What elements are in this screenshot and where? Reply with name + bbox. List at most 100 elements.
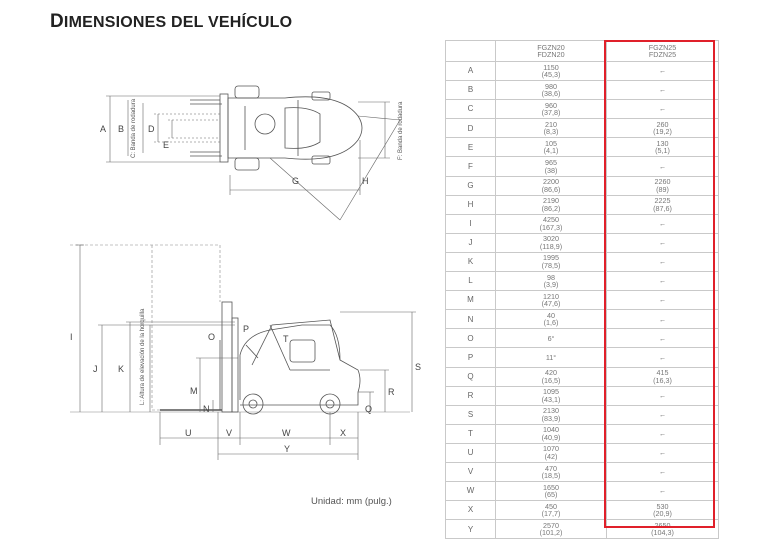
cell-value-line: (8,3) xyxy=(543,127,559,137)
row-letter-cell: Y xyxy=(445,519,496,540)
model-25-value-cell: 130(5,1) xyxy=(606,137,719,158)
cell-value-line: 105 xyxy=(545,138,557,148)
header-model-line: FGZN25 xyxy=(648,42,677,52)
row-letter-cell: U xyxy=(445,442,496,463)
row-letter-cell: Q xyxy=(445,366,496,387)
row-letter-cell: B xyxy=(445,80,496,101)
cell-value-line: (118,9) xyxy=(539,241,563,251)
cell-value-line: 4250 xyxy=(543,215,559,225)
cell-value-line: 130 xyxy=(656,138,669,148)
row-letter-cell: M xyxy=(445,290,496,311)
rear-tread-label: F: Banda de rodadura xyxy=(398,101,404,160)
model-25-value-cell: ← xyxy=(606,423,719,444)
model-20-value-cell: 965(38) xyxy=(495,156,607,177)
model-20-value-cell: 6° xyxy=(495,328,607,349)
row-letter-cell: I xyxy=(445,213,496,234)
model-20-value-cell: 420(16,5) xyxy=(495,366,607,387)
model-20-value-cell: 3020(118,9) xyxy=(495,232,607,253)
model-25-value-cell: 530(20,9) xyxy=(606,500,719,521)
model-25-value-cell: ← xyxy=(606,309,719,330)
model-25-value-cell: ← xyxy=(606,99,719,120)
cell-value-line: ← xyxy=(658,390,667,400)
model-25-value-cell: ← xyxy=(606,290,719,311)
cell-value-line: ← xyxy=(658,486,667,496)
dim-label-s: S xyxy=(415,362,421,372)
header-model-line: FDZN25 xyxy=(648,50,677,59)
dim-label-q: Q xyxy=(365,404,372,414)
cell-value-line: ← xyxy=(658,333,667,343)
model-20-value-cell: 1650(65) xyxy=(495,481,607,502)
cell-value-line: 2130 xyxy=(543,406,559,416)
cell-value-line: 2190 xyxy=(543,196,559,206)
row-letter-cell: C xyxy=(445,99,496,120)
dim-label-i: I xyxy=(70,332,73,342)
dim-label-n: N xyxy=(203,404,210,414)
model-20-value-cell: 40(1,6) xyxy=(495,309,607,330)
cell-value-line: 420 xyxy=(545,368,557,378)
row-letter-cell: H xyxy=(445,194,496,215)
cell-value-line: (38) xyxy=(544,165,558,175)
cell-value-line: 210 xyxy=(545,119,557,129)
dim-label-r: R xyxy=(388,387,395,397)
model-20-value-cell: 980(38,6) xyxy=(495,80,607,101)
cell-value-line: 1070 xyxy=(543,444,559,454)
row-letter-cell: T xyxy=(445,423,496,444)
page-title: DIMENSIONES DEL VEHÍCULO xyxy=(50,11,292,33)
model-20-value-cell: 1070(42) xyxy=(495,442,607,463)
model-20-value-cell: 1095(43,1) xyxy=(495,385,607,406)
side-view-forklift xyxy=(160,301,361,415)
model-20-value-cell: 98(3,9) xyxy=(495,271,607,292)
model-20-value-cell: 2130(83,9) xyxy=(495,404,607,425)
cell-value-line: ← xyxy=(658,352,667,362)
cell-value-line: (4,1) xyxy=(543,146,559,156)
model-20-value-cell: 11° xyxy=(495,347,607,368)
dim-label-u: U xyxy=(185,428,192,438)
cell-value-line: (45,3) xyxy=(541,70,561,80)
dim-label-k: K xyxy=(118,364,124,374)
dim-label-j: J xyxy=(93,364,98,374)
cell-value-line: 40 xyxy=(547,310,555,320)
dim-label-g: G xyxy=(292,176,299,186)
cell-value-line: (5,1) xyxy=(655,146,670,156)
cell-value-line: (40,9) xyxy=(541,432,561,442)
cell-value-line: 2650 xyxy=(654,520,671,530)
tread-label: C: Banda de rodadura xyxy=(131,98,137,158)
cell-value-line: (89) xyxy=(656,184,669,194)
model-20-value-cell: 1210(47,6) xyxy=(495,290,607,311)
cell-value-line: 11° xyxy=(545,352,557,362)
model-20-value-cell: 2570(101,2) xyxy=(495,519,607,540)
model-25-value-cell: ← xyxy=(606,442,719,463)
model-25-value-cell: ← xyxy=(606,156,719,177)
row-letter-cell: V xyxy=(445,461,496,483)
model-25-value-cell: 2650(104,3) xyxy=(606,519,719,540)
model-25-value-cell: ← xyxy=(606,328,719,349)
model-20-value-cell: 470(18,5) xyxy=(495,461,607,483)
row-letter-cell: A xyxy=(445,60,496,82)
cell-value-line: 2260 xyxy=(654,177,671,187)
header-model-fgzn20: FGZN20 FDZN20 xyxy=(495,40,607,62)
cell-value-line: (38,6) xyxy=(541,89,561,99)
cell-value-line: (16,5) xyxy=(541,375,561,385)
model-25-value-cell: ← xyxy=(606,461,719,483)
row-letter-cell: R xyxy=(445,385,496,406)
dimension-drawing: A B D E G H I J K M N O P Q R S T U V W … xyxy=(70,85,421,460)
row-letter-cell: P xyxy=(445,347,496,368)
cell-value-line: (43,1) xyxy=(541,394,561,404)
dim-label-b: B xyxy=(118,124,124,134)
dim-label-y: Y xyxy=(284,444,290,454)
dim-label-d: D xyxy=(148,124,155,134)
model-25-value-cell: ← xyxy=(606,404,719,425)
header-model-line: FGZN20 xyxy=(537,42,565,52)
model-25-value-cell: 2260(89) xyxy=(606,175,719,196)
